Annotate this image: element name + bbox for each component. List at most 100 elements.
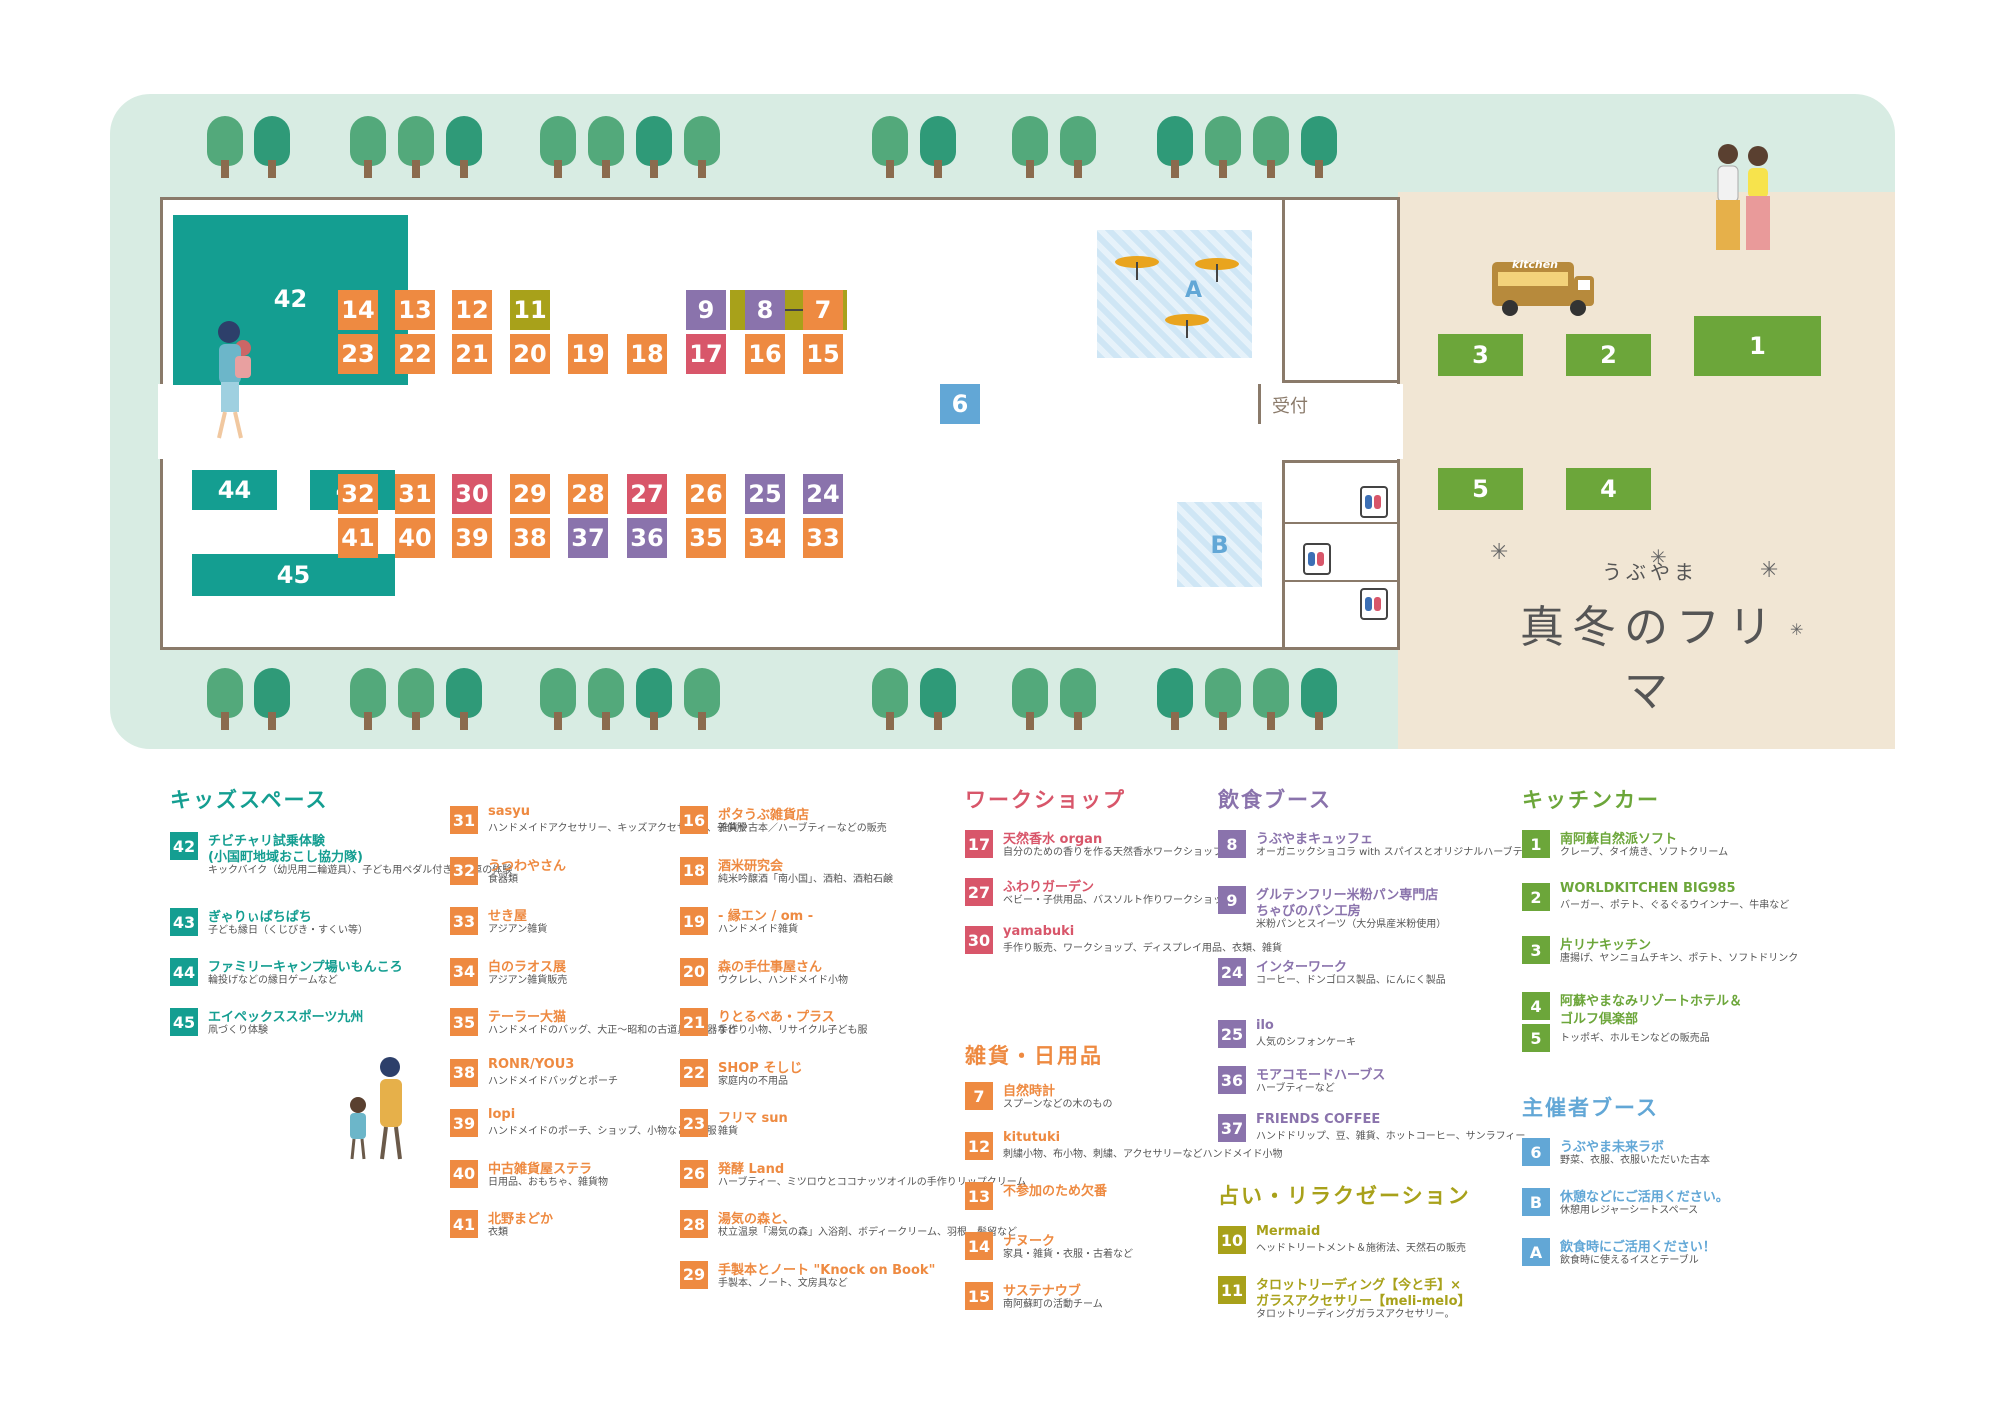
- tree-crown: [1157, 116, 1193, 166]
- booth-number-badge: 45: [170, 1008, 198, 1036]
- booth-label: 5: [1472, 475, 1489, 503]
- event-title-line2: 真冬のフリマ: [1520, 602, 1780, 717]
- booth-29[interactable]: 29: [510, 474, 550, 514]
- tree-icon: [918, 116, 958, 178]
- booth-9[interactable]: 9: [686, 290, 726, 330]
- tree-icon: [1299, 116, 1339, 178]
- kitchen-booth-3[interactable]: 3: [1438, 334, 1523, 376]
- booth-7[interactable]: 7: [803, 290, 843, 330]
- booth-34[interactable]: 34: [745, 518, 785, 558]
- booth-name: チビチャリ試乗体験: [208, 834, 325, 849]
- tree-icon: [205, 668, 245, 730]
- booth-label: 20: [513, 340, 547, 368]
- booth-31[interactable]: 31: [395, 474, 435, 514]
- tree-icon: [396, 116, 436, 178]
- booth-27[interactable]: 27: [627, 474, 667, 514]
- tree-crown: [254, 668, 290, 718]
- tree-crown: [1301, 116, 1337, 166]
- tree-trunk: [698, 712, 706, 730]
- booth-description: キックバイク（幼児用二輪遊具）、子ども用ペダル付き自転車の体験: [208, 865, 513, 876]
- booth-6[interactable]: 6: [940, 384, 980, 424]
- tree-trunk: [934, 712, 942, 730]
- booth-39[interactable]: 39: [452, 518, 492, 558]
- tree-icon: [634, 668, 674, 730]
- booth-18[interactable]: 18: [627, 334, 667, 374]
- booth-number-badge: 29: [680, 1260, 708, 1289]
- booth-name: ナヌーク: [1003, 1234, 1056, 1249]
- booth-number-badge: 24: [1218, 958, 1246, 986]
- booth-number-badge: 2: [1522, 883, 1550, 911]
- rest-area-a[interactable]: A: [1097, 230, 1252, 358]
- booth-21[interactable]: 21: [452, 334, 492, 374]
- booth-11[interactable]: 11: [510, 290, 550, 330]
- booth-35[interactable]: 35: [686, 518, 726, 558]
- tree-icon: [444, 116, 484, 178]
- tree-crown: [1253, 116, 1289, 166]
- booth-45[interactable]: 45: [192, 554, 395, 596]
- booth-16[interactable]: 16: [745, 334, 785, 374]
- booth-number-badge: 38: [450, 1058, 478, 1087]
- booth-20[interactable]: 20: [510, 334, 550, 374]
- booth-name: 中古雑貨屋ステラ: [488, 1161, 593, 1177]
- tree-trunk: [1315, 160, 1323, 178]
- kitchen-booth-4[interactable]: 4: [1566, 468, 1651, 510]
- booth-label: 30: [455, 480, 489, 508]
- booth-36[interactable]: 36: [627, 518, 667, 558]
- kitchen-booth-1[interactable]: 1: [1694, 316, 1821, 376]
- booth-12[interactable]: 12: [452, 290, 492, 330]
- booth-number-badge: 13: [965, 1182, 993, 1210]
- booth-33[interactable]: 33: [803, 518, 843, 558]
- booth-26[interactable]: 26: [686, 474, 726, 514]
- tree-icon: [870, 668, 910, 730]
- rest-area-b[interactable]: B: [1177, 502, 1262, 587]
- booth-name: 酒米研究会: [718, 858, 784, 874]
- booth-25[interactable]: 25: [745, 474, 785, 514]
- kitchen-booth-5[interactable]: 5: [1438, 468, 1523, 510]
- booth-40[interactable]: 40: [395, 518, 435, 558]
- booth-description: 野菜、衣服、衣服いただいた古本: [1560, 1155, 1710, 1166]
- booth-name: せき屋: [488, 909, 528, 924]
- booth-description: クレープ、タイ焼き、ソフトクリーム: [1560, 847, 1729, 858]
- booth-19[interactable]: 19: [568, 334, 608, 374]
- booth-28[interactable]: 28: [568, 474, 608, 514]
- kitchen-booth-2[interactable]: 2: [1566, 334, 1651, 376]
- booth-name: 北野まどか: [488, 1212, 554, 1227]
- booth-name: 手製本とノート "Knock on Book": [718, 1262, 936, 1278]
- booth-17[interactable]: 17: [686, 334, 726, 374]
- booth-13[interactable]: 13: [395, 290, 435, 330]
- booth-number-badge: 43: [170, 908, 198, 936]
- booth-label: 28: [571, 480, 605, 508]
- booth-23[interactable]: 23: [338, 334, 378, 374]
- booth-41[interactable]: 41: [338, 518, 378, 558]
- booth-30[interactable]: 30: [452, 474, 492, 514]
- legend-entry: 19- 縁エン / om -ハンドメイド雑貨: [680, 907, 930, 955]
- booth-44[interactable]: 44: [192, 470, 277, 510]
- booth-38[interactable]: 38: [510, 518, 550, 558]
- restroom-icon: [1303, 543, 1331, 575]
- category-title: キッズスペース: [170, 788, 329, 812]
- booth-24[interactable]: 24: [803, 474, 843, 514]
- booth-description: コーヒー、ドンゴロス製品、にんにく製品: [1256, 975, 1446, 986]
- booth-22[interactable]: 22: [395, 334, 435, 374]
- booth-number-badge: 1: [1522, 830, 1550, 858]
- booth-32[interactable]: 32: [338, 474, 378, 514]
- booth-37[interactable]: 37: [568, 518, 608, 558]
- booth-15[interactable]: 15: [803, 334, 843, 374]
- category-title: 飲食ブース: [1218, 788, 1332, 812]
- booth-label: 32: [341, 480, 375, 508]
- booth-description: 衣類: [488, 1227, 508, 1238]
- partition: [1282, 460, 1285, 648]
- booth-14[interactable]: 14: [338, 290, 378, 330]
- booth-8[interactable]: 8: [745, 290, 785, 330]
- tree-icon: [586, 116, 626, 178]
- tree-crown: [1301, 668, 1337, 718]
- booth-description: ハンドメイド雑貨: [718, 924, 798, 935]
